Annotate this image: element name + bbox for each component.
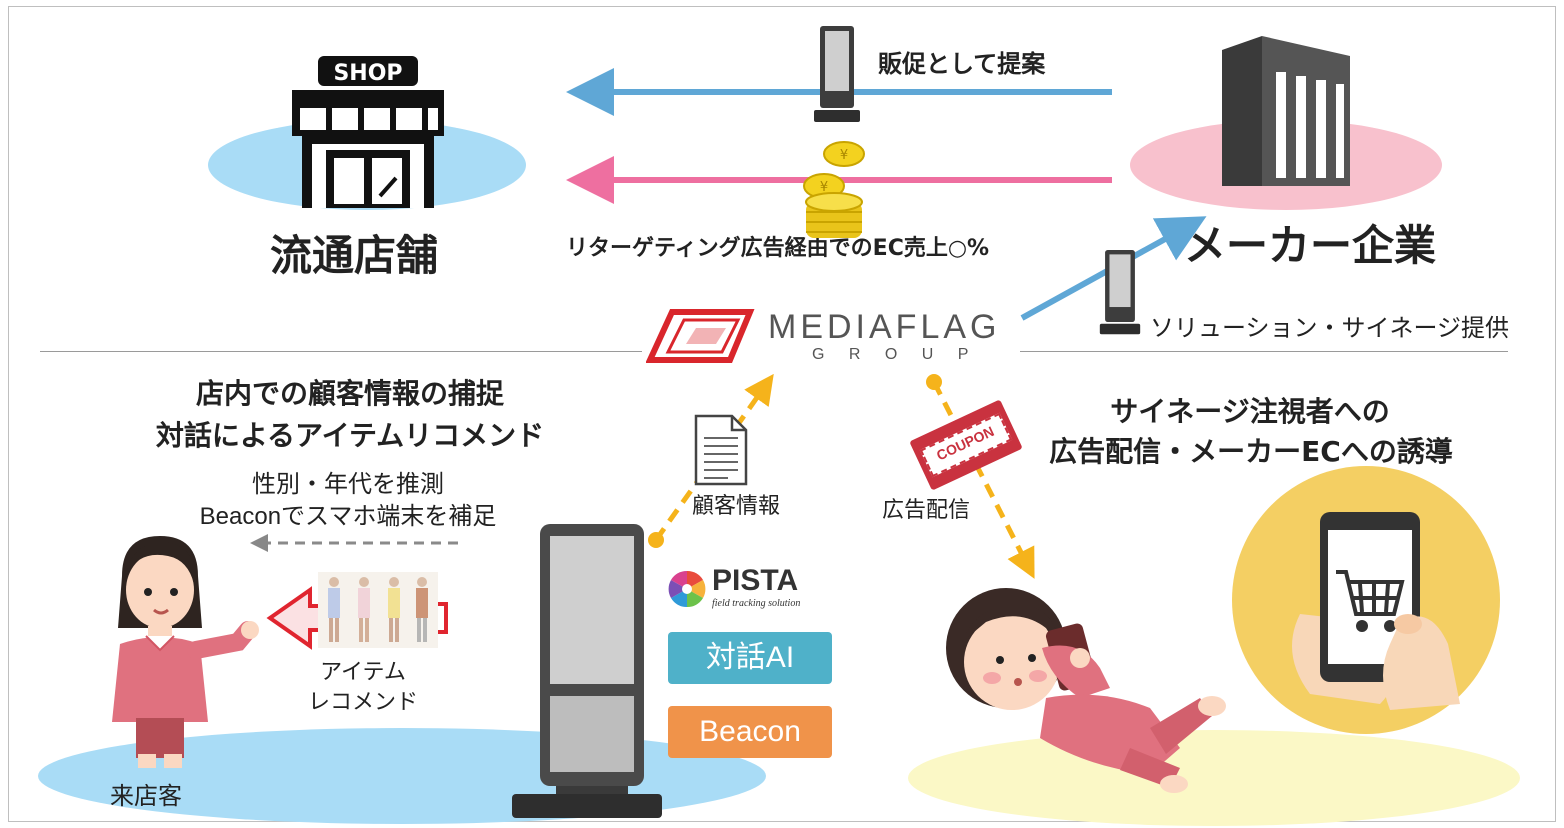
coins-icon: ¥ ¥	[803, 141, 865, 238]
ad-delivery-label: 広告配信	[882, 498, 971, 523]
solution-label: ソリューション・サイネージ提供	[1150, 314, 1510, 342]
svg-text:¥: ¥	[840, 148, 848, 163]
shop-sign: SHOP	[333, 61, 402, 86]
visitor-label: 来店客	[110, 782, 182, 810]
right-heading-line2: 広告配信・メーカーECへの誘導	[1049, 435, 1453, 468]
separator-left	[40, 351, 642, 352]
left-heading-line1: 店内での顧客情報の捕捉	[195, 377, 504, 410]
svg-text:¥: ¥	[820, 180, 828, 195]
diagram-frame	[8, 6, 1556, 822]
outfits-icon	[318, 572, 438, 648]
customer-info-dot	[648, 532, 664, 548]
store-label: 流通店舗	[270, 231, 439, 280]
woman-icon	[112, 536, 259, 768]
mediaflag-logo-sub: G R O U P	[812, 346, 979, 363]
left-heading-line2: 対話によるアイテムリコメンド	[155, 419, 545, 452]
estimate-line1: 性別・年代を推測	[252, 470, 444, 498]
customer-info-label: 顧客情報	[692, 494, 781, 519]
girl-on-phone-icon	[946, 588, 1226, 793]
mediaflag-logo-mark	[646, 309, 755, 363]
pista-name: PISTA	[712, 564, 799, 597]
ad-delivery-dot	[926, 374, 942, 390]
proposal-label: 販促として提案	[878, 50, 1046, 78]
pista-tagline: field tracking solution	[712, 598, 801, 609]
recommend-line2: レコメンド	[307, 690, 418, 715]
viewer-ellipse	[908, 730, 1520, 826]
ad-delivery-arrow	[931, 380, 1035, 579]
estimate-line2: Beaconでスマホ端末を補足	[199, 503, 497, 530]
document-icon	[694, 414, 748, 486]
right-heading-line1: サイネージ注視者への	[1110, 395, 1390, 428]
signage-icon-solution	[1099, 250, 1141, 335]
signage-icon	[814, 26, 860, 122]
signage-large-icon	[512, 524, 662, 818]
mediaflag-logo-name: MEDIAFLAG	[768, 308, 1001, 346]
building-icon	[1222, 36, 1350, 186]
phone-cart-icon	[1292, 512, 1460, 710]
maker-label: メーカー企業	[1184, 221, 1437, 270]
dialog-ai-badge: 対話AI	[668, 632, 832, 684]
pista-logo-icon	[668, 570, 706, 608]
recommend-line1: アイテム	[320, 660, 406, 685]
revenue-label: リターゲティング広告経由でのEC売上○%	[566, 236, 990, 261]
separator-right	[1020, 351, 1508, 352]
beacon-badge: Beacon	[668, 706, 832, 758]
shop-icon: SHOP	[292, 56, 444, 208]
